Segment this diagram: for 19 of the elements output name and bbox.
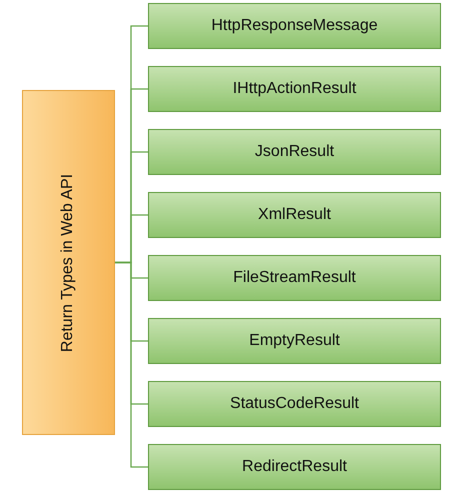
type-label: StatusCodeResult [230, 395, 359, 413]
type-box [148, 318, 441, 364]
type-box [148, 192, 441, 238]
type-box [148, 66, 441, 112]
type-box [148, 444, 441, 490]
type-label: IHttpActionResult [232, 80, 356, 98]
type-label: EmptyResult [249, 332, 340, 350]
connector-line [115, 262, 148, 468]
type-label: HttpResponseMessage [211, 17, 378, 35]
type-box [148, 255, 441, 301]
category-label: Return Types in Web API [60, 173, 78, 352]
type-box [148, 381, 441, 427]
type-box [148, 3, 441, 49]
type-label: FileStreamResult [233, 269, 356, 287]
type-label: JsonResult [254, 143, 334, 161]
type-label: RedirectResult [242, 458, 347, 476]
type-box [148, 129, 441, 175]
category-box [22, 90, 115, 435]
type-label: XmlResult [258, 206, 331, 224]
